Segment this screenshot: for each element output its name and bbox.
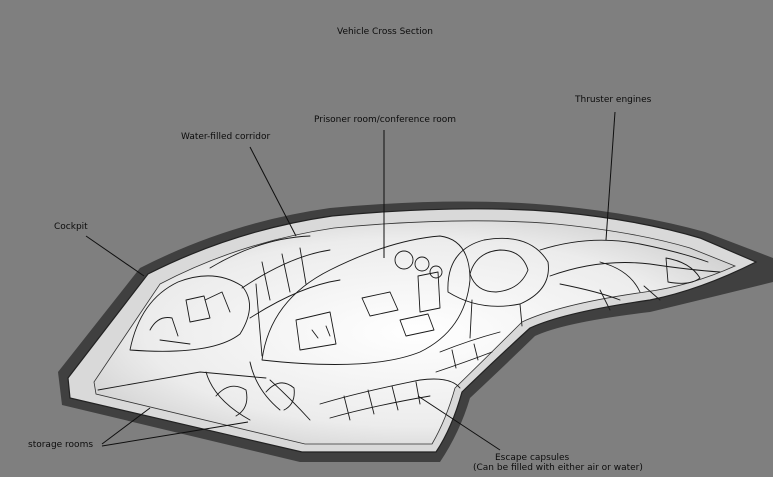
leader-cockpit xyxy=(85,235,145,277)
leader-thruster xyxy=(605,111,616,241)
conference-pod xyxy=(261,235,471,365)
porthole-3 xyxy=(429,265,443,279)
leader-storage-2 xyxy=(101,421,249,447)
label-escape-note: (Can be filled with either air or water) xyxy=(473,463,643,473)
leader-corridor xyxy=(249,146,297,237)
conference-chairs xyxy=(295,311,337,351)
label-water-corridor: Water-filled corridor xyxy=(181,132,271,142)
cockpit-dome xyxy=(129,275,250,352)
label-escape-capsules: Escape capsules xyxy=(495,453,570,463)
porthole-1 xyxy=(394,250,414,270)
thruster-nozzle xyxy=(665,257,701,284)
cockpit-console xyxy=(159,291,231,345)
label-cockpit: Cockpit xyxy=(54,222,88,232)
leader-escape xyxy=(417,395,501,451)
diagram-title: Vehicle Cross Section xyxy=(336,27,434,37)
bulkhead-arch xyxy=(447,237,549,307)
leader-storage-1 xyxy=(101,407,151,445)
hull-ribs xyxy=(255,283,661,357)
cockpit-seat xyxy=(149,295,211,337)
hull-interior xyxy=(93,220,737,445)
storage-arches xyxy=(215,382,295,417)
porthole-2 xyxy=(414,256,430,272)
label-thruster-engines: Thruster engines xyxy=(575,95,652,105)
storage-partitions xyxy=(97,361,311,421)
thruster-engines xyxy=(539,239,721,301)
corridor-ribs xyxy=(261,247,307,301)
bulkhead-window xyxy=(469,249,529,293)
water-corridor xyxy=(209,235,341,319)
escape-capsule-row xyxy=(435,331,501,373)
label-prisoner-room: Prisoner room/conference room xyxy=(314,115,457,125)
conference-door xyxy=(417,271,441,313)
conference-table xyxy=(361,291,435,337)
label-storage-rooms: storage rooms xyxy=(28,440,94,450)
escape-capsule-bay xyxy=(319,378,461,421)
